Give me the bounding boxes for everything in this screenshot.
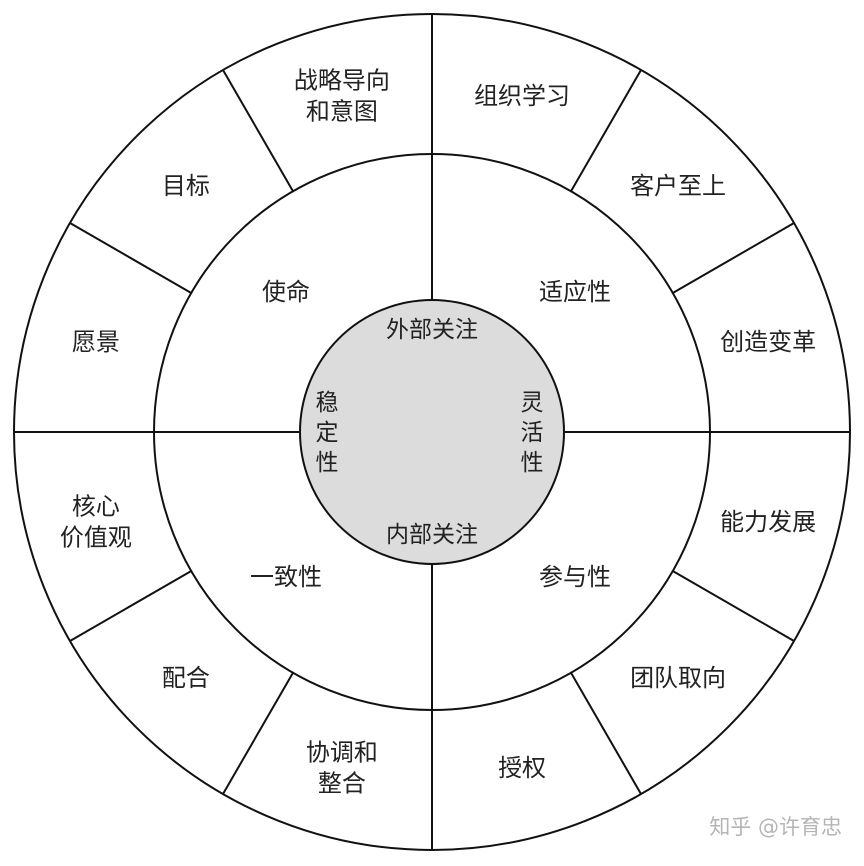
core-vertical-char: 活 [521, 420, 544, 446]
core-vertical-char: 灵 [521, 390, 544, 416]
core-vertical-char: 性 [316, 450, 339, 476]
outer-sector-label: 组织学习 [474, 82, 570, 110]
core-vertical-char: 定 [316, 420, 339, 446]
middle-label-involvement: 参与性 [539, 563, 611, 591]
outer-sector-label: 战略导向和意图 [294, 66, 390, 125]
quadrant-dividers [14, 14, 850, 850]
outer-sector-label: 配合 [162, 664, 210, 692]
outer-sector-label: 客户至上 [630, 172, 726, 200]
sector-divider [672, 222, 795, 294]
core-label-internal-focus: 内部关注 [386, 522, 478, 548]
core-circle [299, 299, 565, 565]
sector-divider [222, 672, 294, 795]
outer-sector-label: 能力发展 [720, 508, 816, 536]
outer-sector-label: 愿景 [72, 328, 120, 356]
outer-sector-label: 协调和整合 [306, 739, 378, 798]
watermark: 知乎 @许育忠 [709, 815, 842, 839]
sector-divider [69, 222, 192, 294]
sector-divider [570, 69, 642, 192]
sector-divider [222, 69, 294, 192]
outer-sector-label: 创造变革 [720, 328, 816, 356]
core-vertical-char: 性 [521, 450, 544, 476]
outer-sector-label: 授权 [498, 754, 546, 782]
core-label-external-focus: 外部关注 [386, 317, 478, 343]
core-label-flexibility: 灵活性 [521, 390, 544, 476]
outer-sector-label: 团队取向 [630, 664, 726, 692]
middle-label-consistency: 一致性 [250, 563, 322, 591]
outer-sector-label: 目标 [162, 172, 210, 200]
sector-divider [570, 672, 642, 795]
middle-label-adaptability: 适应性 [539, 278, 611, 306]
middle-label-mission: 使命 [262, 278, 310, 306]
outer-sector-label: 核心价值观 [60, 493, 132, 552]
outer-ring-dividers [69, 69, 795, 795]
sector-divider [672, 570, 795, 642]
core-vertical-char: 稳 [316, 390, 339, 416]
sector-divider [69, 570, 192, 642]
core-label-stability: 稳定性 [316, 390, 339, 476]
